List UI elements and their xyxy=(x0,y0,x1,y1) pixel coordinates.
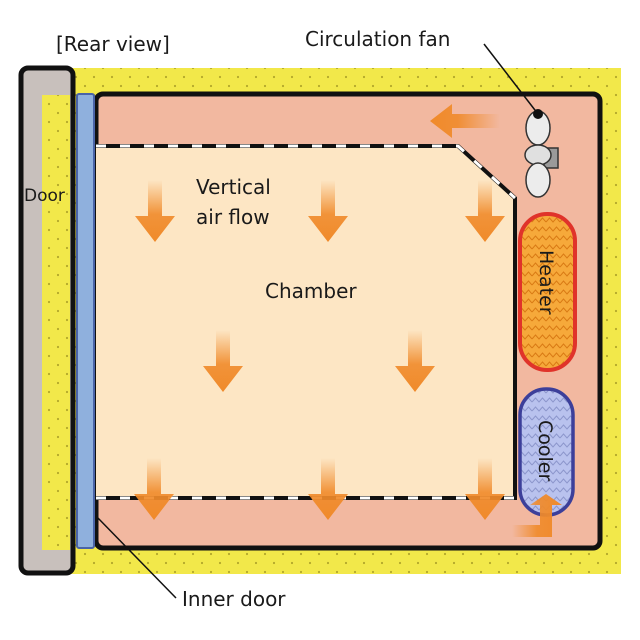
fan-leader-line xyxy=(483,43,539,115)
heater xyxy=(518,212,577,372)
rear-view-label: [Rear view] xyxy=(56,32,170,56)
door-insulation xyxy=(42,95,70,550)
heater-label: Heater xyxy=(535,250,557,315)
cooler-label: Cooler xyxy=(534,420,556,481)
chamber-area xyxy=(96,146,515,498)
chamber-label: Chamber xyxy=(265,279,357,303)
inner-door xyxy=(76,93,95,549)
inner-door-label: Inner door xyxy=(182,587,286,611)
inner-door-leader-line xyxy=(95,515,177,599)
door-label: Door xyxy=(24,186,65,206)
circulation-fan-icon xyxy=(524,109,559,198)
vertical-air-flow-label: Vertical xyxy=(196,175,271,199)
top-flow-arrow-icon xyxy=(430,104,500,138)
cooler-return-arrow-icon xyxy=(512,494,562,537)
circulation-fan-label: Circulation fan xyxy=(305,27,450,51)
vertical-air-flow-label-line2: air flow xyxy=(196,205,270,229)
perforated-wall-top xyxy=(96,144,517,200)
